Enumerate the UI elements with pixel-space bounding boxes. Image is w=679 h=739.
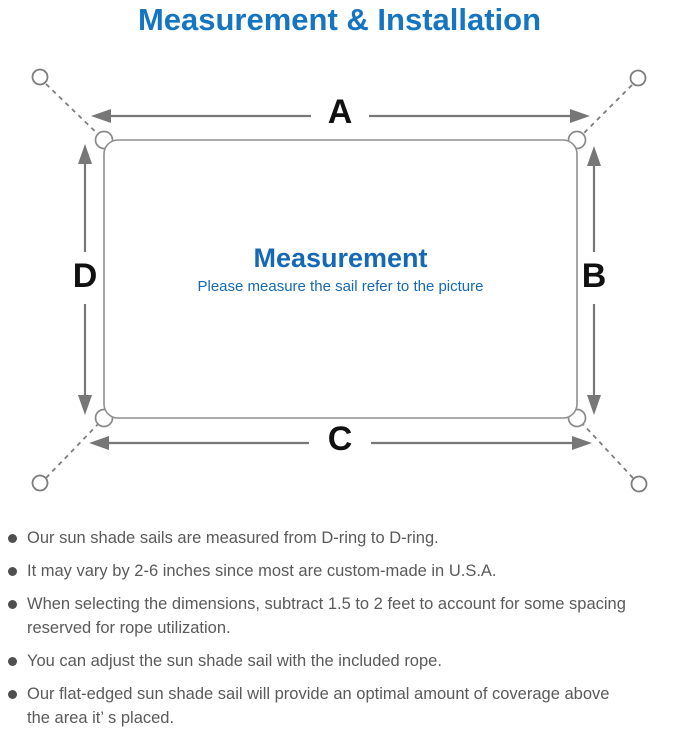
arrowhead-a-left-icon <box>91 109 111 123</box>
dimension-arrow-lines <box>83 114 596 445</box>
arrowhead-b-up-icon <box>587 146 601 166</box>
anchor-ring-icon-bottom-right <box>630 475 648 493</box>
anchor-rings <box>31 68 648 493</box>
dimension-label-a: A <box>327 93 353 131</box>
arrowhead-d-up-icon <box>78 144 92 164</box>
arrowhead-a-right-icon <box>570 109 590 123</box>
diagram-heading: Measurement <box>253 243 428 273</box>
note-line: Our sun shade sails are measured from D-… <box>27 529 439 547</box>
rope-dashed-line-bottom-left <box>45 420 102 479</box>
note-line: reserved for rope utilization. <box>27 618 231 637</box>
note-line: You can adjust the sun shade sail with t… <box>27 651 442 670</box>
bullet-icon <box>8 599 17 609</box>
sail-measurement-diagram <box>31 68 648 493</box>
dimension-label-b: B <box>581 257 607 295</box>
bullet-icon <box>8 656 17 666</box>
arrowhead-c-left-icon <box>89 436 109 450</box>
dimension-label-c: C <box>327 420 353 458</box>
sail-outline-rectangle <box>103 139 578 419</box>
rope-dashed-lines <box>45 83 634 479</box>
arrowhead-c-right-icon <box>572 436 592 450</box>
rope-dashed-line-bottom-right <box>579 420 634 479</box>
rope-dashed-line-top-left <box>45 83 102 138</box>
dimension-label-d: D <box>72 257 98 295</box>
bullet-icon <box>8 534 17 543</box>
note-line: the area it’ s placed. <box>27 708 175 727</box>
rope-dashed-line-top-right <box>579 84 633 138</box>
arrowhead-d-down-icon <box>78 395 92 415</box>
note-item: Our flat-edged sun shade sail will provi… <box>8 683 675 731</box>
note-item: When selecting the dimensions, subtract … <box>8 593 675 641</box>
note-item: Our sun shade sails are measured from D-… <box>8 527 675 551</box>
page-title: Measurement & Installation <box>137 2 542 37</box>
bullet-icon <box>8 566 17 576</box>
anchor-ring-icon-top-left <box>31 68 49 86</box>
arrowhead-b-down-icon <box>587 395 601 415</box>
notes-list: Our sun shade sails are measured from D-… <box>8 527 675 739</box>
bullet-icon <box>8 689 17 699</box>
note-line: It may vary by 2-6 inches since most are… <box>27 561 497 580</box>
anchor-ring-icon-top-right <box>629 69 647 87</box>
note-line: Our flat-edged sun shade sail will provi… <box>27 684 610 703</box>
dimension-arrow-heads <box>78 109 601 450</box>
note-line: When selecting the dimensions, subtract … <box>27 594 626 613</box>
note-item: You can adjust the sun shade sail with t… <box>8 650 675 674</box>
diagram-subheading: Please measure the sail refer to the pic… <box>197 278 484 295</box>
note-item: It may vary by 2-6 inches since most are… <box>8 560 675 584</box>
anchor-ring-icon-bottom-left <box>31 474 49 492</box>
